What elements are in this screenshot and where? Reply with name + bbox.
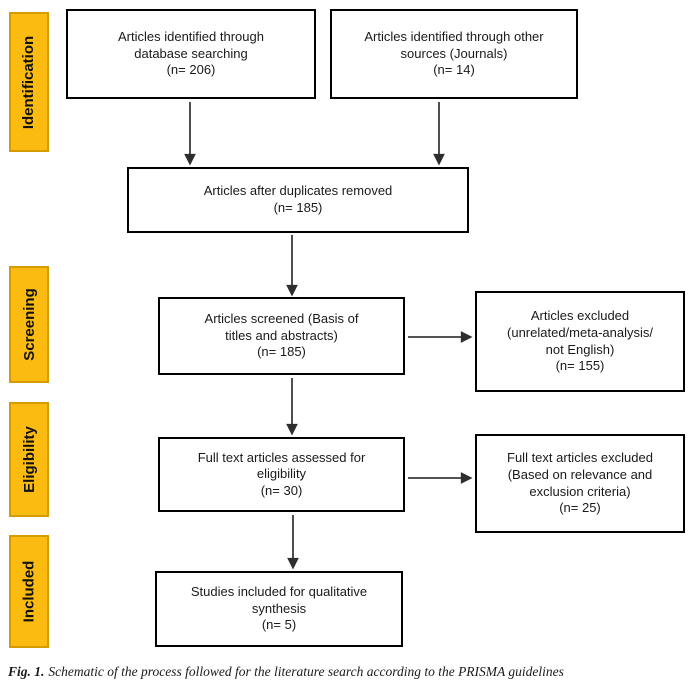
- box-text: Full text articles assessed for eligibil…: [197, 449, 366, 498]
- box-fulltext-assessed: Full text articles assessed for eligibil…: [158, 437, 405, 512]
- box-text: Articles excluded (unrelated/meta-analys…: [507, 308, 653, 374]
- box-articles-screened: Articles screened (Basis of titles and a…: [158, 297, 405, 375]
- box-text: Articles identified through database sea…: [118, 29, 264, 78]
- box-text: Full text articles excluded (Based on re…: [507, 450, 653, 516]
- box-duplicates-removed: Articles after duplicates removed (n= 18…: [127, 167, 469, 233]
- caption-text: Schematic of the process followed for th…: [48, 664, 564, 679]
- stage-label-text: Identification: [20, 35, 38, 129]
- box-articles-excluded: Articles excluded (unrelated/meta-analys…: [475, 291, 685, 392]
- stage-label-text: Included: [20, 560, 38, 623]
- stage-label-identification: Identification: [9, 12, 49, 152]
- stage-label-included: Included: [9, 535, 49, 648]
- stage-label-screening: Screening: [9, 266, 49, 383]
- stage-label-text: Screening: [20, 288, 38, 361]
- box-text: Articles identified through other source…: [364, 29, 544, 78]
- box-identified-other-sources: Articles identified through other source…: [330, 9, 578, 99]
- figure-caption: Fig. 1.Schematic of the process followed…: [8, 664, 688, 680]
- box-text: Articles after duplicates removed (n= 18…: [203, 183, 393, 215]
- stage-label-eligibility: Eligibility: [9, 402, 49, 517]
- box-fulltext-excluded: Full text articles excluded (Based on re…: [475, 434, 685, 533]
- box-text: Studies included for qualitative synthes…: [190, 584, 368, 633]
- caption-label: Fig. 1.: [8, 664, 45, 679]
- box-identified-database: Articles identified through database sea…: [66, 9, 316, 99]
- box-text: Articles screened (Basis of titles and a…: [204, 311, 359, 360]
- stage-label-text: Eligibility: [20, 426, 38, 493]
- box-included-qualitative: Studies included for qualitative synthes…: [155, 571, 403, 647]
